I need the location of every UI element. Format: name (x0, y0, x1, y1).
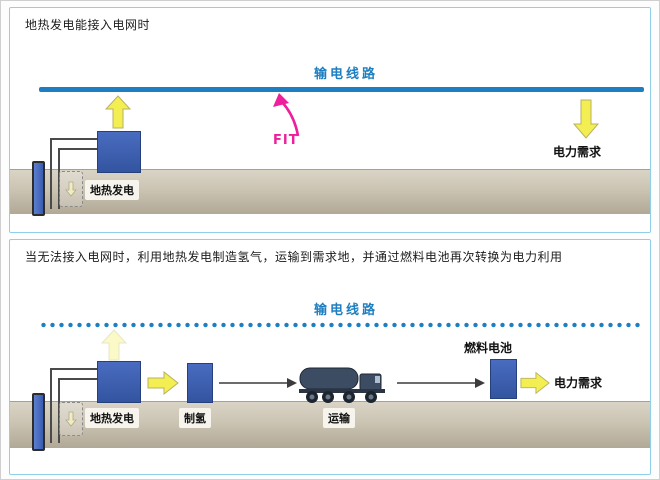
panel1-transmission-line-label: 输电线路 (313, 67, 378, 82)
well-icon (32, 161, 45, 216)
flow-arrow-icon-1 (219, 378, 297, 388)
fit-arrow-icon (273, 93, 300, 137)
panel2-title: 当无法接入电网时，利用地热发电制造氢气，运输到需求地，并通过燃料电池再次转换为电… (25, 250, 563, 264)
fuel-cell-label: 燃料电池 (464, 341, 513, 355)
panel1-transmission-line (39, 87, 644, 92)
small-down-arrow-icon-2 (65, 411, 77, 427)
up-arrow-icon (105, 95, 131, 129)
right-arrow-icon-2 (520, 371, 550, 395)
panel2-power-demand-label: 电力需求 (554, 376, 603, 390)
well-icon-2 (32, 393, 45, 451)
transport-label: 运输 (323, 408, 355, 428)
panel2-geothermal-label: 地热发电 (85, 408, 139, 428)
geothermal-plant-box (97, 131, 141, 173)
flow-arrow-icon-2 (397, 378, 485, 388)
panel1-title: 地热发电能接入电网时 (25, 18, 151, 32)
small-down-arrow-icon (65, 181, 77, 197)
truck-icon (299, 367, 385, 403)
injection-marker-2 (59, 402, 83, 436)
panel1-geothermal-label: 地热发电 (85, 180, 139, 200)
fit-label: FIT (273, 133, 299, 148)
panel2-transmission-line-dotted (39, 322, 644, 328)
injection-marker (59, 171, 83, 207)
geothermal-plant-box-2 (97, 361, 141, 403)
panel2-transmission-line-label: 输电线路 (313, 303, 378, 318)
fuel-cell-box (490, 359, 517, 399)
down-arrow-icon (573, 99, 599, 139)
faded-up-arrow-icon (101, 329, 127, 361)
hydrogen-label: 制氢 (179, 408, 211, 428)
hydrogen-box (187, 363, 213, 403)
right-arrow-icon-1 (147, 371, 179, 395)
panel1-power-demand-label: 电力需求 (553, 145, 602, 159)
